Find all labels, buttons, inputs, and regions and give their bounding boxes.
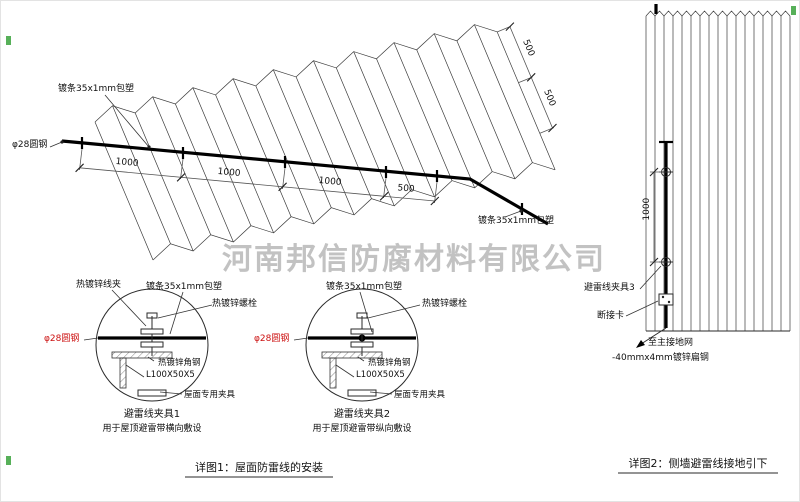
d2-strip-label: 镀条35x1mm包塑 bbox=[326, 282, 403, 292]
roof-dimensions bbox=[75, 22, 557, 206]
artifact-mark bbox=[791, 6, 796, 15]
d2-bolt-label: 热镀锌螺栓 bbox=[422, 299, 468, 309]
caption-rules bbox=[185, 472, 778, 478]
d1-round-steel-label: φ28圆钢 bbox=[44, 334, 80, 344]
roof-round-steel-label: φ28圆钢 bbox=[12, 140, 48, 150]
roof-strip-label-top: 镀条35x1mm包塑 bbox=[58, 84, 135, 94]
d2-roof-clamp-label: 屋面专用夹具 bbox=[394, 390, 446, 400]
roof-callout-leaders bbox=[49, 94, 523, 218]
roof-fixture bbox=[137, 389, 167, 397]
d1-wire-clamp-label: 热镀锌线夹 bbox=[76, 280, 122, 290]
wall-disconnect-label: 断接卡 bbox=[597, 311, 625, 321]
detail2-clamp-drawing bbox=[293, 288, 421, 402]
company-watermark: 河南邦信防腐材料有限公司 bbox=[222, 242, 606, 277]
angle-steel-horizontal bbox=[321, 351, 383, 359]
roof-fixture bbox=[347, 389, 377, 397]
roof-strip-label-right: 镀条35x1mm包塑 bbox=[478, 216, 555, 226]
wall-dim-label: 1000 bbox=[641, 197, 652, 221]
disconnect-card-symbol bbox=[658, 293, 674, 306]
d1-angle-steel-label: 热镀锌角钢 bbox=[158, 358, 201, 368]
wall-flat-steel-label: -40mmx4mm镀锌扁钢 bbox=[612, 353, 709, 363]
d1-subtitle: 用于屋顶避雷带横向敷设 bbox=[102, 424, 202, 434]
wall-to-ground-label: 至主接地网 bbox=[648, 338, 694, 348]
artifact-mark bbox=[6, 456, 11, 465]
wall-clamp3-label: 避雷线夹具3 bbox=[584, 283, 635, 293]
angle-steel-horizontal bbox=[111, 351, 173, 359]
wall-downlead-drawing bbox=[625, 4, 674, 348]
caption-detail2: 详图2：侧墙避雷线接地引下 bbox=[628, 457, 768, 470]
d2-title: 避雷线夹具2 bbox=[333, 409, 391, 420]
d2-angle-steel-label: 热镀锌角钢 bbox=[368, 358, 411, 368]
d1-title: 避雷线夹具1 bbox=[123, 409, 181, 420]
arrow-head bbox=[636, 340, 645, 348]
d1-roof-clamp-label: 屋面专用夹具 bbox=[184, 390, 236, 400]
corrugated-wall-sheet bbox=[645, 10, 791, 332]
angle-steel-vertical bbox=[329, 357, 337, 389]
d2-subtitle: 用于屋顶避雷带纵向敷设 bbox=[312, 424, 412, 434]
lightning-wire bbox=[61, 139, 549, 226]
d1-strip-label: 镀条35x1mm包塑 bbox=[146, 282, 223, 292]
d1-angle-size-label: L100X50X5 bbox=[146, 370, 195, 380]
d2-angle-size-label: L100X50X5 bbox=[356, 370, 405, 380]
d1-bolt-label: 热镀锌螺栓 bbox=[212, 299, 258, 309]
corrugated-roof-sheet bbox=[94, 24, 556, 261]
detail1-clamp-drawing bbox=[83, 288, 213, 402]
angle-steel-vertical bbox=[119, 357, 127, 389]
roof-lightning-wire bbox=[61, 137, 549, 226]
wire-clamp-ticks bbox=[80, 137, 524, 215]
caption-detail1: 详图1：屋面防雷线的安装 bbox=[195, 461, 323, 474]
d2-round-steel-label: φ28圆钢 bbox=[254, 334, 290, 344]
artifact-mark bbox=[6, 36, 11, 45]
